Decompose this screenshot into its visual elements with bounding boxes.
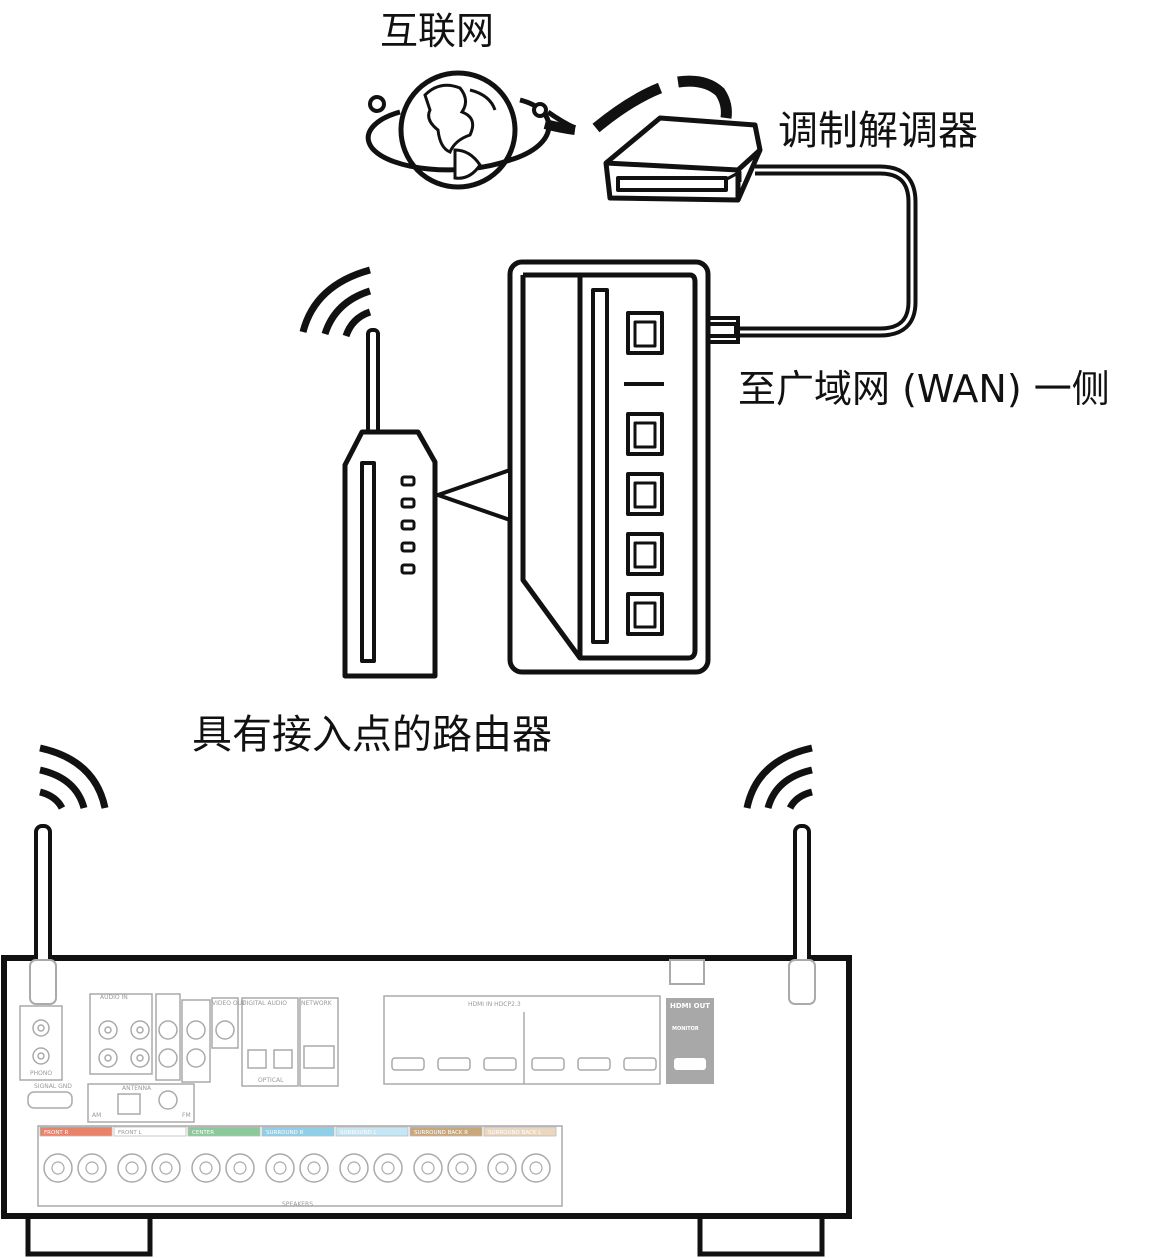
speaker-group-label: SURROUND L [340,1130,378,1136]
panel-signal-gnd: SIGNAL GND [34,1083,72,1090]
speaker-terminal [117,1153,147,1183]
speaker-group-header [335,1126,409,1137]
speaker-terminal [413,1153,443,1183]
receiver-wifi-left-icon [39,744,109,810]
speaker-terminal-inner [273,1161,287,1175]
panel-audio-in: AUDIO IN [100,994,128,1001]
speaker-group-header [113,1126,187,1137]
speaker-terminal [43,1153,73,1183]
speaker-terminal [487,1153,517,1183]
speaker-terminal-inner [347,1161,361,1175]
speaker-terminal [265,1153,295,1183]
speaker-group-label: CENTER [192,1130,214,1136]
receiver-wifi-right-icon [743,744,813,810]
zoom-pointer [436,468,512,522]
speaker-terminal [151,1153,181,1183]
globe-icon [365,70,577,190]
speaker-group-label: SURROUND R [266,1130,304,1136]
panel-speakers: SPEAKERS [282,1201,313,1208]
speaker-terminal [339,1153,369,1183]
speaker-terminal-inner [455,1161,469,1175]
panel-hdmi-in: HDMI IN HDCP2.3 [468,1001,521,1008]
svg-text:HDMI OUT: HDMI OUT [670,1002,710,1010]
speaker-terminal-inner [199,1161,213,1175]
speaker-terminal [77,1153,107,1183]
speaker-terminal [447,1153,477,1183]
speaker-terminal [299,1153,329,1183]
speaker-group-label: FRONT R [44,1130,69,1136]
speaker-terminal [373,1153,403,1183]
speaker-terminal-inner [125,1161,139,1175]
panel-network: NETWORK [301,1000,333,1007]
internet-link [543,75,732,135]
panel-am: AM [92,1112,101,1119]
speaker-terminal-inner [51,1161,65,1175]
speaker-terminal-inner [421,1161,435,1175]
speaker-group-header [39,1126,113,1137]
speaker-terminal-inner [529,1161,543,1175]
speaker-terminal-inner [495,1161,509,1175]
speaker-group-header [187,1126,261,1137]
speaker-group-header [261,1126,335,1137]
panel-phono: PHONO [30,1070,52,1077]
wan-side-label: 至广域网 (WAN) 一侧 [738,367,1110,411]
router-icon [342,328,438,679]
speaker-terminal [191,1153,221,1183]
speaker-group-label: SURROUND BACK L [488,1130,542,1136]
panel-video-out: VIDEO OUT [212,1000,246,1007]
svg-text:MONITOR: MONITOR [672,1026,699,1032]
speaker-group-header [409,1126,483,1137]
modem-icon [603,115,763,203]
speaker-group-label: FRONT L [118,1130,143,1136]
panel-fm: FM [182,1112,191,1119]
speaker-terminal-inner [233,1161,247,1175]
panel-digital-audio: DIGITAL AUDIO [242,1000,287,1007]
modem-label: 调制解调器 [778,108,978,154]
speaker-group-header [483,1126,557,1137]
speaker-group-label: SURROUND BACK R [414,1130,468,1136]
speaker-terminal-inner [85,1161,99,1175]
wan-cable [735,164,918,338]
router-label: 具有接入点的路由器 [192,712,552,758]
speaker-terminal [521,1153,551,1183]
router-port-detail [507,259,711,675]
panel-antenna: ANTENNA [122,1085,152,1092]
speaker-terminal [225,1153,255,1183]
speaker-terminal-inner [307,1161,321,1175]
speaker-terminal-inner [381,1161,395,1175]
panel-optical: OPTICAL [258,1077,284,1084]
speaker-terminal-inner [159,1161,173,1175]
av-receiver: HDMI OUT MONITOR FRONT R FRONT L CENTER SUR… [1,744,852,1257]
internet-label: 互联网 [380,9,495,53]
router-wifi-icon [299,266,372,338]
